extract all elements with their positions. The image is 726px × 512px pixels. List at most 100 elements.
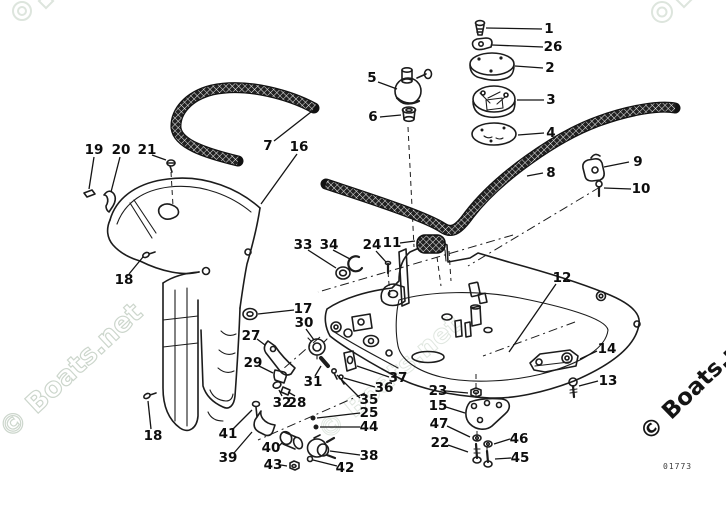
callout-leader-8 — [526, 172, 544, 177]
part-nut-43 — [289, 460, 300, 471]
callout-label-6: 6 — [368, 109, 377, 125]
callout-label-21: 21 — [138, 142, 157, 158]
callout-leader-17 — [257, 309, 295, 315]
callout-label-15: 15 — [429, 398, 448, 414]
part-clip-26 — [471, 37, 493, 51]
callout-label-12: 12 — [553, 270, 572, 286]
callout-label-7: 7 — [263, 138, 272, 154]
callout-leader-39 — [233, 431, 253, 454]
callout-label-40: 40 — [262, 440, 281, 456]
callout-leader-19 — [88, 156, 95, 190]
part-pin-44 — [313, 424, 319, 430]
callout-label-18: 18 — [144, 428, 163, 444]
callout-label-36: 36 — [375, 380, 394, 396]
callout-leader-42 — [312, 459, 338, 467]
callout-label-34: 34 — [320, 237, 339, 253]
callout-leader-21 — [151, 154, 167, 161]
callout-label-38: 38 — [360, 448, 379, 464]
part-bracket-29 — [273, 369, 288, 384]
callout-leader-38 — [329, 450, 361, 456]
callout-label-18: 18 — [115, 272, 134, 288]
part-plate-37 — [343, 350, 357, 372]
callout-label-42: 42 — [336, 460, 355, 476]
callout-leader-40 — [278, 441, 284, 447]
callout-label-30: 30 — [295, 315, 314, 331]
part-pin-24 — [384, 260, 392, 275]
callout-label-1: 1 — [544, 21, 553, 37]
part-screw-35 — [330, 367, 338, 380]
part-pin-31 — [319, 356, 330, 368]
callout-leader-45 — [494, 457, 512, 460]
callout-leader-33 — [307, 249, 337, 269]
callout-leader-23 — [445, 390, 469, 394]
callout-leader-27 — [256, 338, 266, 346]
callout-label-41: 41 — [219, 426, 238, 442]
callout-leader-26 — [491, 44, 544, 48]
rub-strip-7 — [170, 82, 320, 167]
callout-leader-28 — [287, 391, 296, 397]
callout-leader-18 — [147, 400, 152, 430]
callout-leader-7 — [273, 111, 312, 142]
callout-label-20: 20 — [112, 142, 131, 158]
callout-leader-41 — [232, 409, 253, 430]
callout-leader-22 — [447, 444, 469, 453]
rub-strip-8 — [320, 101, 681, 236]
part-bracket-27 — [263, 340, 296, 376]
callout-leader-43 — [280, 464, 288, 467]
part-clamp-9 — [582, 153, 605, 182]
part-hook-20 — [103, 190, 117, 213]
callout-leader-35 — [336, 374, 361, 399]
part-housing-12 — [324, 239, 641, 399]
callout-label-24: 24 — [363, 237, 382, 253]
callout-label-16: 16 — [290, 139, 309, 155]
part-screw-21 — [166, 159, 176, 173]
part-cover-port-16 — [106, 177, 261, 432]
callout-leader-36 — [343, 377, 376, 388]
callout-label-10: 10 — [632, 181, 651, 197]
part-bracket-39 — [253, 410, 276, 437]
callout-label-11: 11 — [383, 235, 402, 251]
callout-label-26: 26 — [544, 39, 563, 55]
boatsnet-logo-icon — [12, 0, 693, 23]
callout-label-17: 17 — [294, 301, 313, 317]
part-screw-10 — [595, 180, 603, 198]
callout-leader-11 — [399, 240, 416, 244]
callout-leader-24 — [375, 250, 387, 263]
callout-label-8: 8 — [546, 165, 555, 181]
part-clip-19 — [83, 189, 96, 198]
callout-leader-2 — [514, 65, 544, 69]
callout-leader-9 — [603, 161, 630, 168]
part-fitting-5 — [394, 67, 433, 105]
callout-label-2: 2 — [545, 60, 554, 76]
part-bolt-13 — [568, 377, 578, 399]
part-plate-2 — [469, 52, 515, 82]
part-housing-3 — [472, 85, 516, 119]
callout-leader-31 — [314, 365, 322, 377]
callout-label-23: 23 — [429, 383, 448, 399]
part-gasket-4 — [471, 122, 517, 146]
callout-label-31: 31 — [304, 374, 323, 390]
callout-leader-20 — [110, 156, 121, 193]
callout-label-13: 13 — [599, 373, 618, 389]
part-cclip-34 — [347, 255, 364, 273]
callout-label-9: 9 — [633, 154, 642, 170]
callout-label-4: 4 — [546, 125, 555, 141]
callout-leader-1 — [485, 27, 543, 30]
callout-label-44: 44 — [360, 419, 379, 435]
callout-label-46: 46 — [510, 431, 529, 447]
callout-leader-15 — [445, 406, 466, 414]
callout-leader-46 — [493, 438, 511, 445]
part-bracket-15 — [465, 397, 511, 430]
callout-leader-29 — [258, 365, 274, 374]
callout-leader-37 — [356, 365, 390, 378]
part-grommet-17 — [242, 307, 258, 321]
part-screw-41 — [251, 400, 261, 418]
callout-label-39: 39 — [219, 450, 238, 466]
callout-label-14: 14 — [598, 341, 617, 357]
callout-label-25: 25 — [360, 405, 379, 421]
part-washer-46 — [483, 440, 493, 448]
part-screw-1 — [474, 19, 486, 36]
part-screw-18-upper — [142, 251, 156, 259]
